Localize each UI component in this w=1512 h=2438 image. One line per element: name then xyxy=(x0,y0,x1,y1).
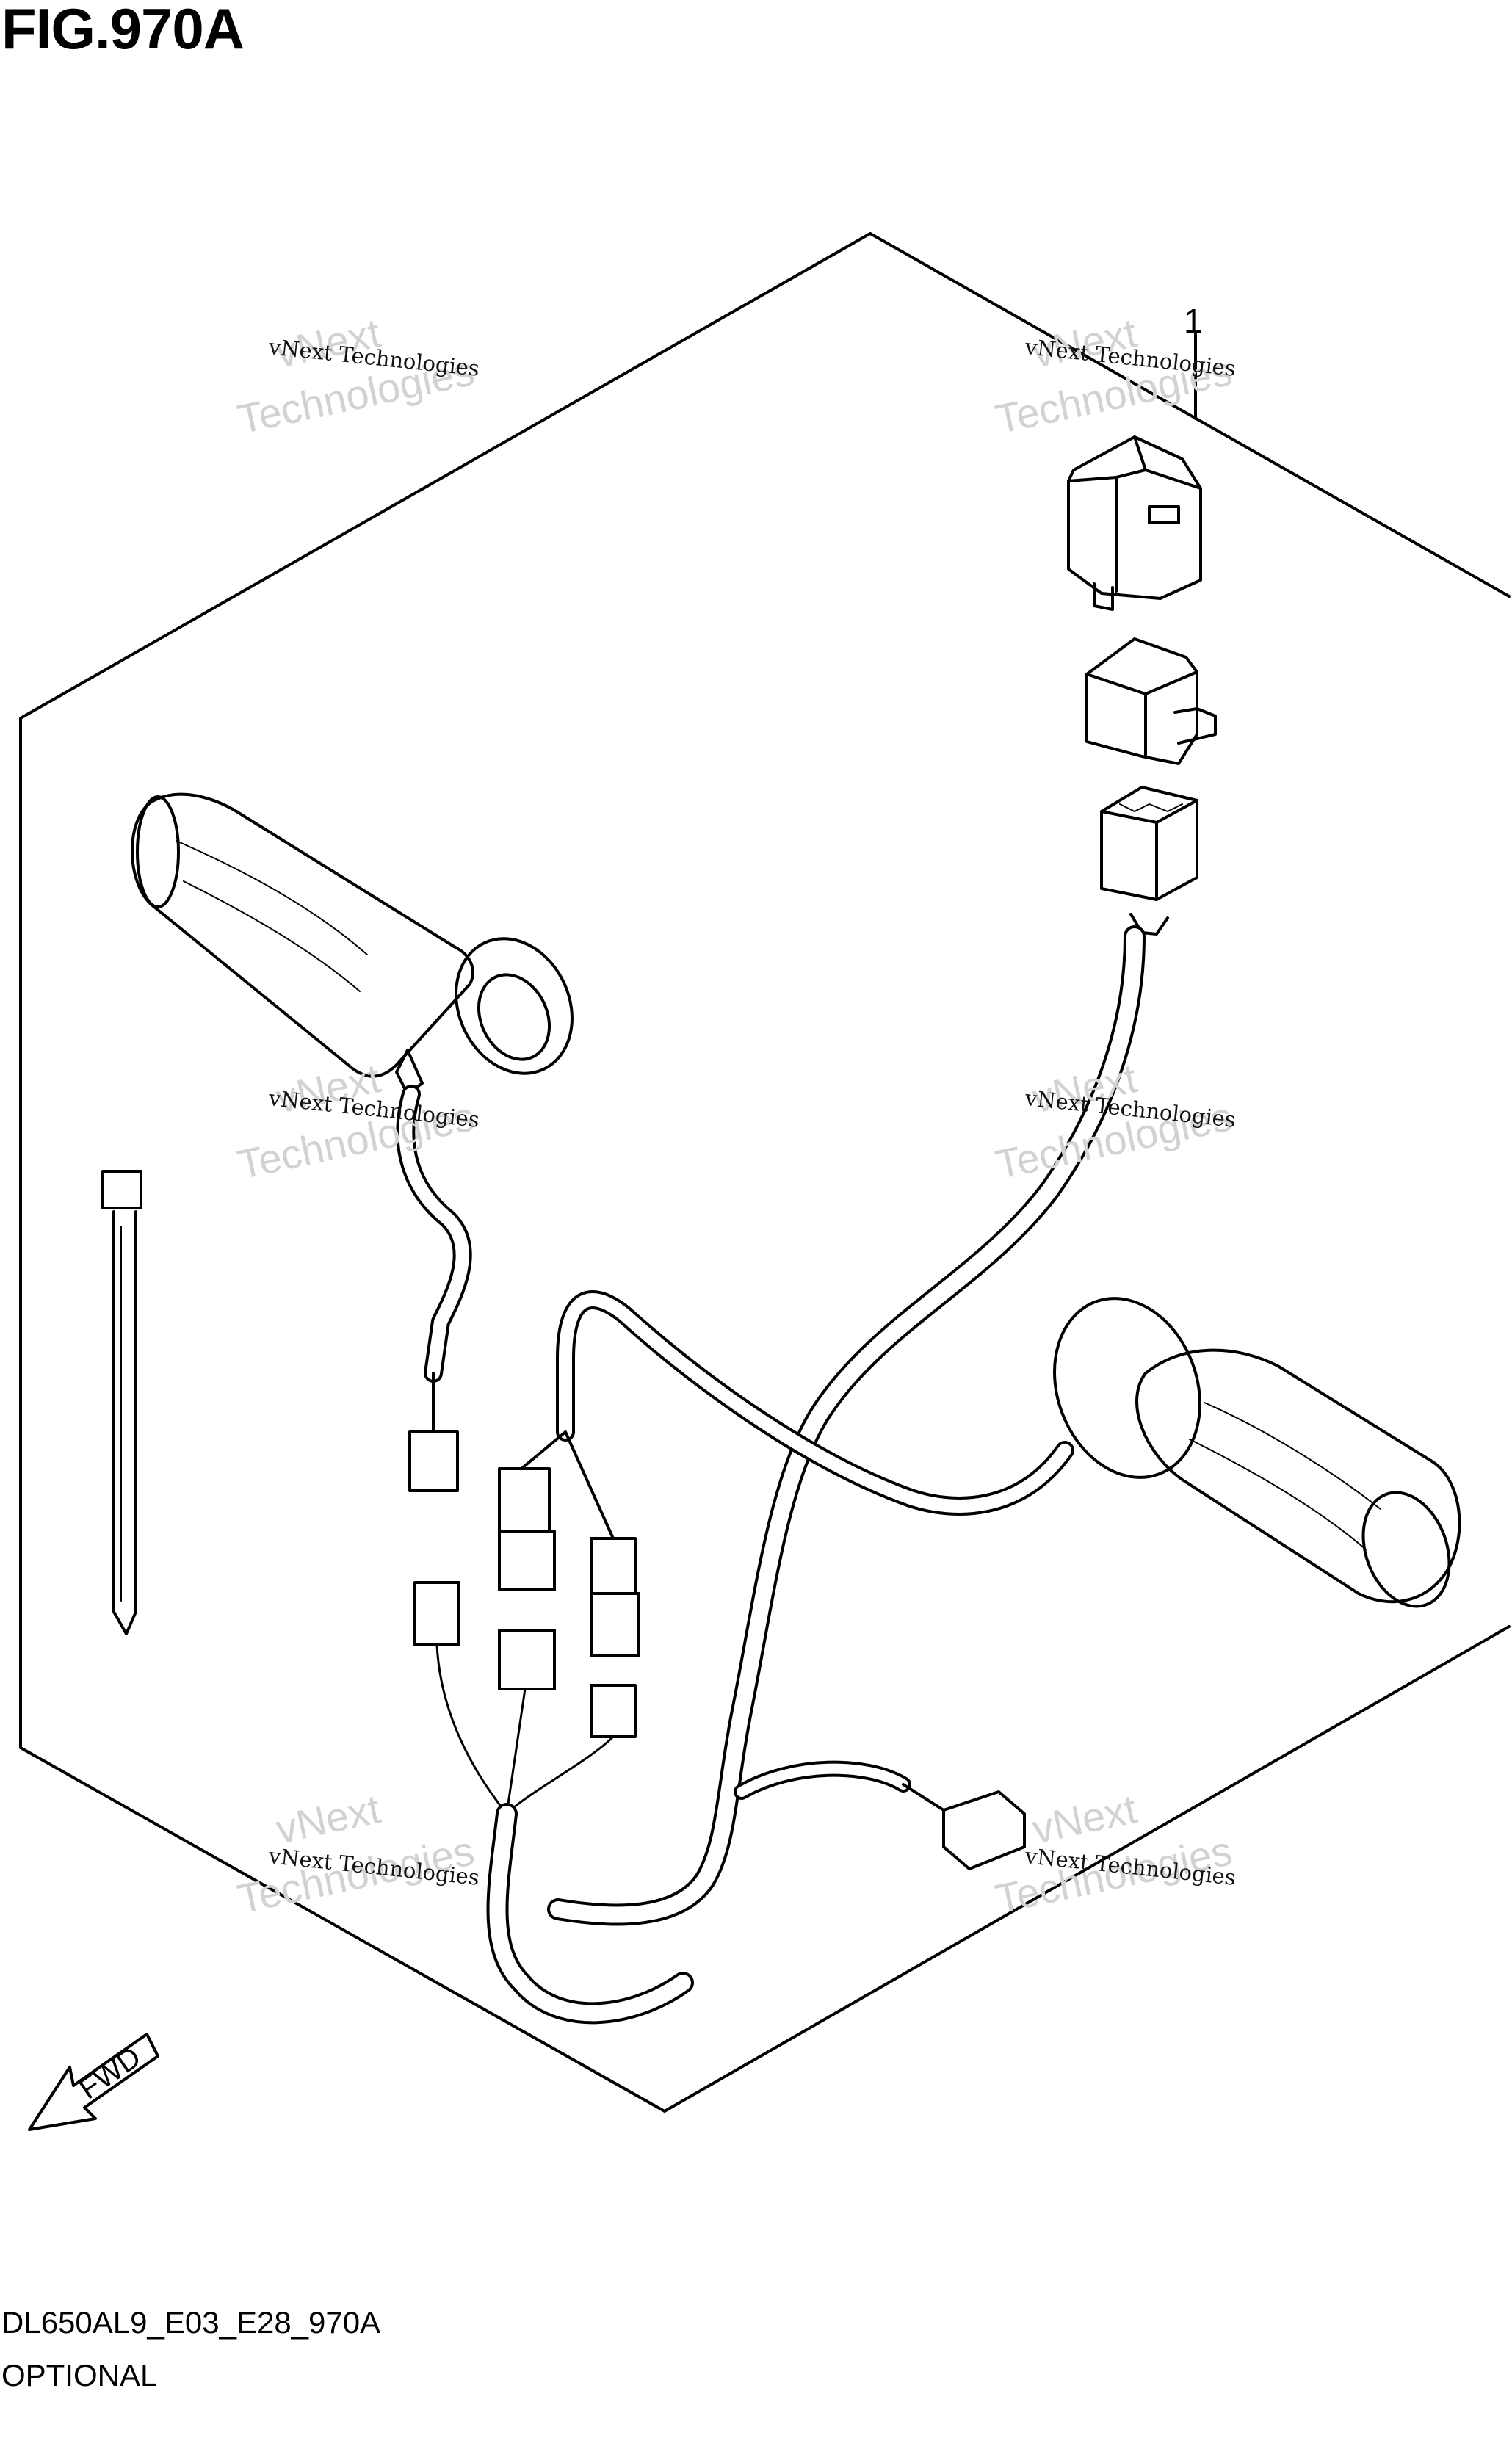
left-grip-wire-inner xyxy=(399,1088,469,1380)
multi-pin-connector xyxy=(1100,786,1198,936)
switch-cover-part xyxy=(1067,435,1202,611)
box-outline-top xyxy=(869,232,1511,598)
connector-cluster-upper xyxy=(408,1372,640,1657)
branch-wire-inner xyxy=(737,1763,908,1797)
fwd-label: FWD xyxy=(73,2041,147,2105)
left-heated-grip xyxy=(131,792,574,1096)
fwd-arrow xyxy=(28,2033,159,2131)
callout-1: 1 xyxy=(1184,302,1203,340)
right-heated-grip xyxy=(1053,1297,1461,1608)
figure-title: FIG.970A xyxy=(1,0,245,61)
right-grip-wire-inner xyxy=(559,1293,1071,1513)
box-outline xyxy=(19,232,1511,2113)
connector-cluster-lower xyxy=(413,1581,637,1815)
diagram-note: OPTIONAL xyxy=(1,2358,158,2392)
diagram-code: DL650AL9_E03_E28_970A xyxy=(1,2305,381,2340)
branch-connector xyxy=(902,1783,1026,1870)
harness-wire-inner xyxy=(550,928,1143,1923)
cable-tie xyxy=(101,1170,142,1635)
harness-trunk-inner xyxy=(489,1806,691,2022)
switch-body-part xyxy=(1085,637,1217,765)
